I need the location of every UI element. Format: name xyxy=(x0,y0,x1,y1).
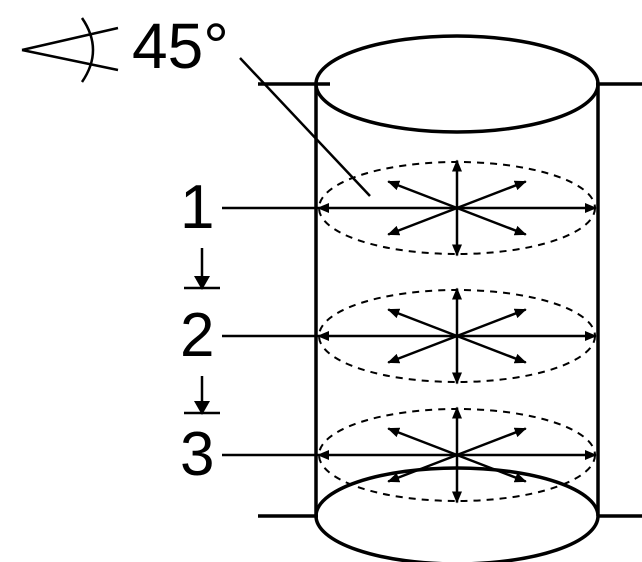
arrow-down-left xyxy=(387,453,458,483)
section-label-1: 1 xyxy=(180,173,214,242)
step-arrow-2-to-3 xyxy=(184,376,220,415)
angle-pointer-line xyxy=(239,57,371,197)
arrow-up-right xyxy=(456,180,527,210)
angle-label: 45° xyxy=(132,10,229,82)
arrow-up-left xyxy=(387,180,458,210)
bottom-end-front-arc xyxy=(314,515,600,562)
section-label-2: 2 xyxy=(180,301,214,370)
cross-section-3 xyxy=(222,406,597,504)
arrow-up-left xyxy=(387,427,458,457)
arrow-up-left xyxy=(387,308,458,338)
arrow-down-left xyxy=(387,334,458,364)
arrow-down-right xyxy=(456,334,527,364)
step-arrow-1-to-2 xyxy=(184,248,220,290)
section-label-3: 3 xyxy=(180,420,214,489)
arrow-up-right xyxy=(456,427,527,457)
arrow-down-right xyxy=(456,206,527,236)
arrow-down-left xyxy=(387,206,458,236)
arrow-up-right xyxy=(456,308,527,338)
top-end-ellipse xyxy=(314,34,600,134)
pipe-stubs xyxy=(258,82,642,518)
cross-section-2 xyxy=(222,287,597,385)
cross-sections xyxy=(222,159,597,504)
eye-icon xyxy=(21,17,119,83)
cross-section-1 xyxy=(222,159,597,257)
arrow-down-right xyxy=(456,453,527,483)
